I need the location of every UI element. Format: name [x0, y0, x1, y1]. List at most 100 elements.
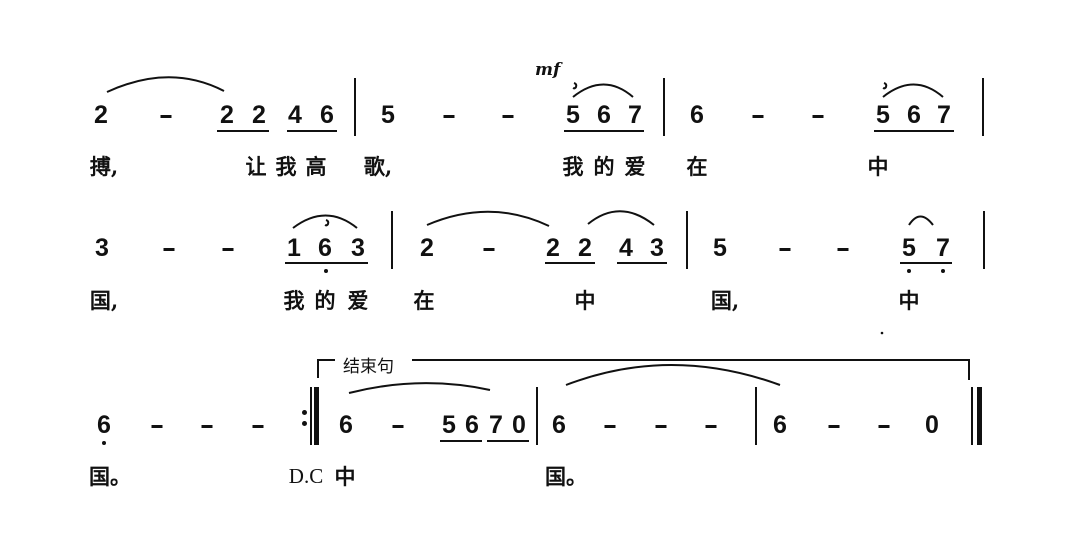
dash-sustain — [752, 115, 764, 118]
dash-sustain — [163, 248, 175, 251]
lyric: 爱 — [624, 154, 646, 179]
note: 4 — [288, 101, 302, 129]
lyric: 中 — [334, 464, 356, 489]
note: 6 — [320, 101, 334, 129]
underline-eighth — [874, 130, 954, 132]
note: 2 — [420, 234, 434, 262]
speck — [880, 331, 884, 335]
dynamic-mf: mf — [535, 60, 561, 80]
note: 6 — [552, 411, 566, 439]
lyric: 国。 — [545, 464, 587, 489]
dash-sustain — [392, 425, 404, 428]
slur-arc — [292, 214, 358, 229]
repeat-barline-thin — [310, 387, 312, 445]
barline — [391, 211, 393, 269]
lyric: 国。 — [89, 464, 131, 489]
dc-marking: D.C — [288, 464, 324, 488]
slur-arc — [572, 83, 634, 98]
dash-sustain — [483, 248, 495, 251]
lyric: 我 — [275, 154, 297, 179]
barline — [354, 78, 356, 136]
lyric: 我 — [562, 154, 584, 179]
underline-eighth — [900, 262, 952, 264]
lyric: 的 — [593, 154, 615, 179]
underline-eighth — [564, 130, 644, 132]
dash-sustain — [812, 115, 824, 118]
triplet-mark — [324, 219, 330, 227]
final-barline-thin — [971, 387, 973, 445]
note: 6 — [597, 101, 611, 129]
dash-sustain — [443, 115, 455, 118]
dash-sustain — [160, 115, 172, 118]
note: 0 — [925, 411, 939, 439]
lyric: 在 — [413, 288, 435, 313]
note: 6 — [690, 101, 704, 129]
note: 6 — [907, 101, 921, 129]
triplet-mark — [572, 82, 578, 90]
lyric: 歌, — [363, 154, 393, 179]
note: 7 — [489, 411, 503, 439]
coda-bracket-left — [317, 359, 335, 378]
dash-sustain — [604, 425, 616, 428]
low-octave-dot — [102, 441, 106, 445]
lyric: 国, — [89, 288, 119, 313]
slur-arc — [348, 382, 491, 394]
dash-sustain — [151, 425, 163, 428]
lyric: 中 — [574, 288, 596, 313]
note: 2 — [220, 101, 234, 129]
note: 3 — [351, 234, 365, 262]
note: 4 — [619, 234, 633, 262]
note: 2 — [252, 101, 266, 129]
slur-arc — [908, 215, 934, 226]
note: 3 — [95, 234, 109, 262]
dash-sustain — [779, 248, 791, 251]
repeat-dot — [302, 421, 307, 426]
dash-sustain — [502, 115, 514, 118]
note: 7 — [937, 101, 951, 129]
underline-eighth — [217, 130, 269, 132]
dash-sustain — [222, 248, 234, 251]
note: 5 — [381, 101, 395, 129]
lyric: 爱 — [347, 288, 369, 313]
barline — [536, 387, 538, 445]
note: 5 — [442, 411, 456, 439]
coda-bracket-line — [412, 359, 970, 380]
barline — [982, 78, 984, 136]
underline-eighth — [287, 130, 337, 132]
note: 6 — [97, 411, 111, 439]
barline — [755, 387, 757, 445]
lyric: 搏, — [89, 154, 119, 179]
note: 5 — [713, 234, 727, 262]
tie-arc — [426, 210, 550, 227]
underline-eighth — [487, 440, 529, 442]
tie-arc — [565, 364, 781, 386]
tie-arc — [106, 76, 225, 93]
barline — [983, 211, 985, 269]
note: 3 — [650, 234, 664, 262]
note: 5 — [902, 234, 916, 262]
note: 6 — [773, 411, 787, 439]
dash-sustain — [837, 248, 849, 251]
note: 2 — [546, 234, 560, 262]
triplet-mark — [882, 82, 888, 90]
dash-sustain — [828, 425, 840, 428]
dash-sustain — [252, 425, 264, 428]
note: 6 — [339, 411, 353, 439]
dash-sustain — [878, 425, 890, 428]
low-octave-dot — [941, 269, 945, 273]
slur-arc — [587, 210, 655, 226]
final-barline-thick — [977, 387, 982, 445]
note: 7 — [628, 101, 642, 129]
lyric: 我 — [283, 288, 305, 313]
repeat-barline-thick — [314, 387, 319, 445]
barline — [663, 78, 665, 136]
note: 2 — [578, 234, 592, 262]
lyric: 中 — [867, 154, 889, 179]
note: 6 — [318, 234, 332, 262]
repeat-dot — [302, 410, 307, 415]
coda-bracket-label: 结束句 — [341, 352, 396, 377]
note: 1 — [287, 234, 301, 262]
lyric: 让 — [245, 154, 267, 179]
lyric: 中 — [898, 288, 920, 313]
lyric: 的 — [314, 288, 336, 313]
